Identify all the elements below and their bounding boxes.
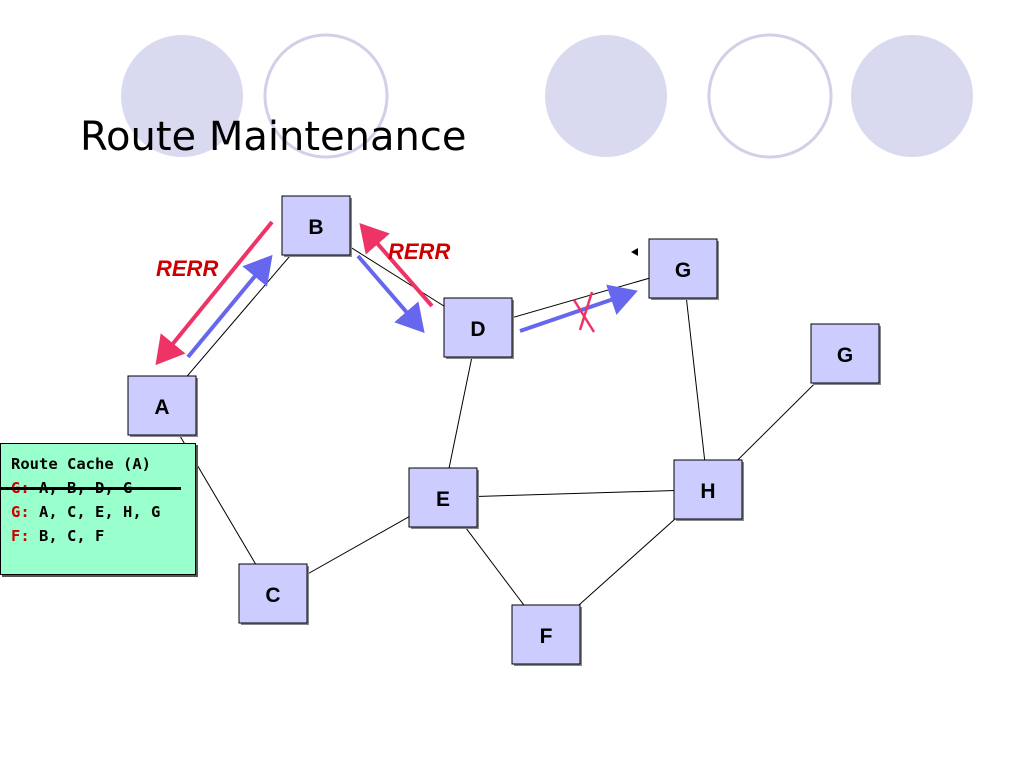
route-cache-entry-3-key: F: <box>11 527 30 545</box>
deco-circle-2 <box>263 33 389 159</box>
arrows <box>155 220 638 366</box>
route-cache-entry-1-route: A, B, D, G <box>39 479 133 497</box>
node-label: E <box>436 488 450 511</box>
node-d: D <box>443 297 514 359</box>
node-g1: G <box>648 238 719 300</box>
node-box <box>673 459 743 520</box>
node-label: D <box>470 318 485 341</box>
deco-circle-1 <box>121 35 243 157</box>
node-c: C <box>238 563 309 625</box>
deco-circle-5 <box>851 35 973 157</box>
route-cache-entry-2-route: A, C, E, H, G <box>39 503 161 521</box>
node-box <box>281 195 351 256</box>
route-cache-title: Route Cache (A) <box>11 455 151 473</box>
rerr-arrow-d-to-b <box>359 222 434 308</box>
node-label: F <box>540 625 553 648</box>
node-box <box>238 563 308 624</box>
node-label: G <box>675 259 691 282</box>
deco-circle-3 <box>545 35 667 157</box>
rerr-label-right: RERR <box>388 239 450 264</box>
node-box <box>443 297 513 358</box>
data-arrow-a-to-b <box>186 254 273 359</box>
node-label: A <box>154 396 169 419</box>
node-label: B <box>308 216 323 239</box>
data-arrow-b-to-d <box>356 254 425 334</box>
route-cache-entry-1: G: A, B, D, G <box>1 476 195 500</box>
node-label: G <box>837 344 853 367</box>
node-box <box>408 467 478 528</box>
node-box <box>810 323 880 384</box>
node-label: H <box>700 480 715 503</box>
node-h: H <box>673 459 744 521</box>
node-box <box>127 375 197 436</box>
route-cache-entry-3-route: B, C, F <box>39 527 105 545</box>
route-cache-entry-3: F: B, C, F <box>11 524 195 548</box>
decorative-circles <box>121 33 973 159</box>
node-e: E <box>408 467 479 529</box>
node-box <box>648 238 718 299</box>
deco-circle-4 <box>707 33 833 159</box>
break-mark-stroke-2 <box>578 291 594 331</box>
rerr-arrow-b-to-a <box>155 220 274 366</box>
rerr-label-left: RERR <box>156 256 218 281</box>
nodes: B G D G A E H C F <box>127 195 881 666</box>
small-pointer-icon <box>631 248 638 256</box>
data-arrow-d-to-g <box>519 284 638 333</box>
node-b: B <box>281 195 352 257</box>
node-a: A <box>127 375 198 437</box>
link-e-h <box>442 489 709 498</box>
route-cache-entry-2: G: A, C, E, H, G <box>11 500 195 524</box>
node-label: C <box>265 584 280 607</box>
node-g2: G <box>810 323 881 385</box>
node-f: F <box>511 604 582 666</box>
node-box <box>511 604 581 665</box>
route-cache-entry-2-key: G: <box>11 503 30 521</box>
slide-title: Route Maintenance <box>80 114 466 160</box>
route-cache-box: Route Cache (A) G: A, B, D, G G: A, C, E… <box>0 443 196 575</box>
link-g1-h <box>682 268 709 490</box>
route-cache-entry-1-key: G: <box>11 479 30 497</box>
